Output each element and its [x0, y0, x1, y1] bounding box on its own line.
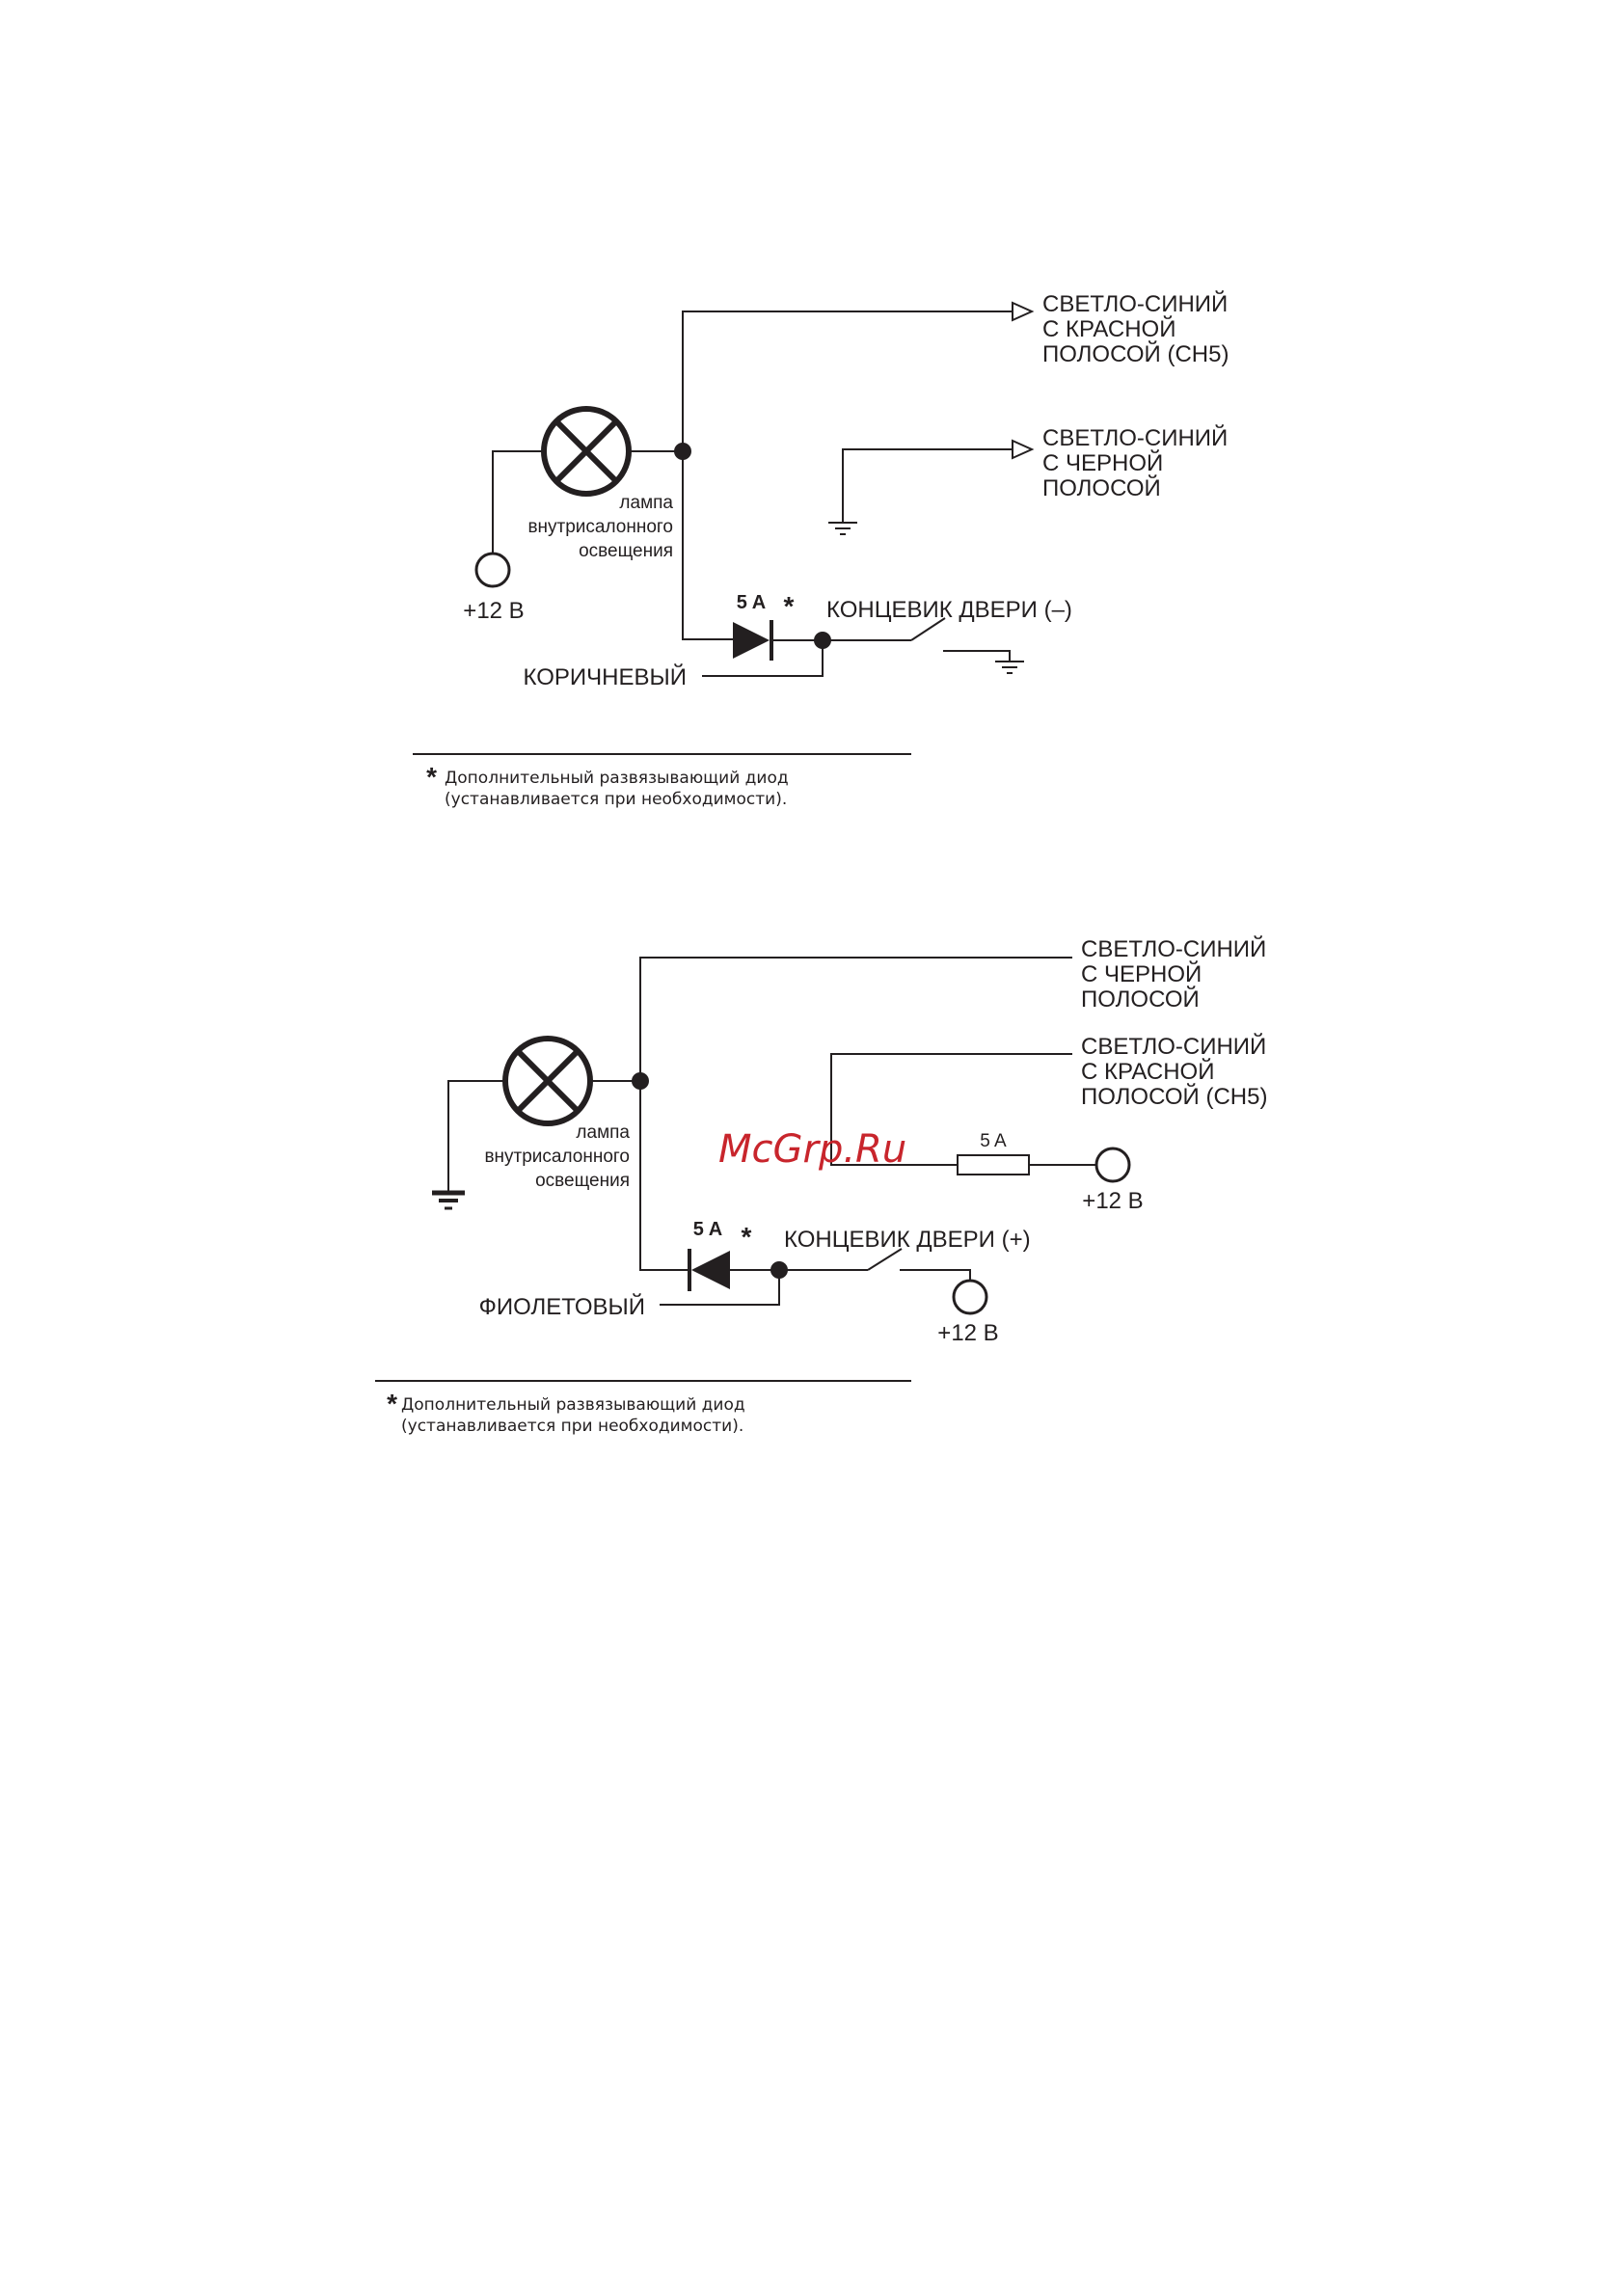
- lamp-label-line2: внутрисалонного: [484, 1147, 630, 1167]
- footnote-line1: Дополнительный развязывающий диод: [445, 769, 789, 788]
- switch-label: КОНЦЕВИК ДВЕРИ (+): [784, 1227, 1031, 1253]
- violet-wire-label: ФИОЛЕТОВЫЙ: [479, 1293, 645, 1320]
- wire-to-output-2: [830, 1053, 1072, 1166]
- watermark-logo: McGrp.Ru: [718, 1127, 906, 1172]
- wire-to-diode: [682, 451, 733, 640]
- ground-icon: [432, 1190, 465, 1210]
- lamp-label-line1: лампа: [576, 1122, 630, 1143]
- ground-icon: [828, 522, 857, 535]
- plus12-fuse-label: +12 В: [1082, 1188, 1143, 1214]
- output-2-label-line3: ПОЛОСОЙ: [1042, 474, 1161, 501]
- lamp-label-line3: освещения: [535, 1171, 630, 1191]
- switch-icon: [867, 1248, 903, 1271]
- switch-icon: [910, 617, 946, 641]
- brown-wire-label: КОРИЧНЕВЫЙ: [524, 663, 687, 690]
- plus12-label: +12 В: [463, 598, 524, 624]
- lamp-icon: [541, 406, 632, 497]
- footnote-asterisk: *: [387, 1389, 397, 1418]
- lamp-label-line-top: лампа: [619, 493, 673, 513]
- lamp-label-line3: освещения: [579, 541, 673, 561]
- ground-icon: [995, 661, 1024, 674]
- wire-to-output-2: [842, 448, 1013, 523]
- fuse-icon: [957, 1154, 1030, 1175]
- wire-switch-to-ground: [943, 650, 1011, 662]
- plus12-switch-label: +12 В: [937, 1320, 998, 1346]
- arrow-output-1-icon: [1012, 301, 1035, 322]
- output-2-label-line3: ПОЛОСОЙ (CH5): [1081, 1083, 1267, 1110]
- lamp-label-line2: внутрисалонного: [527, 517, 673, 537]
- diagram-2: СВЕТЛО-СИНИЙ С ЧЕРНОЙ ПОЛОСОЙ СВЕТЛО-СИН…: [375, 935, 1267, 1436]
- footnote-asterisk: *: [426, 762, 437, 792]
- wire-brown: [702, 640, 824, 677]
- output-2-label-line2: С КРАСНОЙ: [1081, 1058, 1214, 1085]
- arrow-output-2-icon: [1012, 439, 1035, 460]
- wire-to-output-1: [639, 957, 1072, 1081]
- output-1-label-line2: С КРАСНОЙ: [1042, 315, 1175, 342]
- fuse-rating-label: 5 A: [980, 1131, 1007, 1151]
- plus12-terminal-icon: [474, 552, 511, 588]
- diode-icon: [733, 620, 773, 661]
- diagram-1: СВЕТЛО-СИНИЙ С КРАСНОЙ ПОЛОСОЙ (CH5) СВЕ…: [413, 290, 1229, 809]
- wire-violet: [660, 1270, 780, 1306]
- lamp-icon: [502, 1036, 593, 1126]
- footnote-line1: Дополнительный развязывающий диод: [401, 1395, 745, 1415]
- diode-rating-label: 5 A: [737, 592, 766, 613]
- wire-switch-to-plus12: [900, 1269, 971, 1283]
- output-1-label-line3: ПОЛОСОЙ: [1081, 986, 1200, 1013]
- plus12-terminal-icon: [1094, 1147, 1131, 1183]
- plus12-terminal-icon: [952, 1279, 988, 1315]
- output-1-label-line1: СВЕТЛО-СИНИЙ: [1081, 935, 1266, 962]
- output-2-label-line1: СВЕТЛО-СИНИЙ: [1081, 1033, 1266, 1060]
- wire-lamp-to-ground: [447, 1080, 505, 1193]
- output-2-label-line2: С ЧЕРНОЙ: [1042, 449, 1163, 476]
- footnote-line2: (устанавливается при необходимости).: [445, 790, 787, 809]
- diode-asterisk: *: [742, 1222, 752, 1252]
- output-2-label-line1: СВЕТЛО-СИНИЙ: [1042, 424, 1228, 451]
- output-1-label-line2: С ЧЕРНОЙ: [1081, 960, 1202, 987]
- diode-icon: [688, 1249, 730, 1291]
- switch-label: КОНЦЕВИК ДВЕРИ (–): [826, 597, 1072, 623]
- diode-rating-label: 5 A: [693, 1219, 722, 1240]
- diode-asterisk: *: [784, 591, 795, 621]
- footnote-line2: (устанавливается при необходимости).: [401, 1417, 743, 1436]
- wire-to-diode: [639, 1081, 689, 1271]
- wire-lamp-to-plus12: [492, 450, 544, 554]
- output-1-label-line1: СВЕТЛО-СИНИЙ: [1042, 290, 1228, 317]
- output-1-label-line3: ПОЛОСОЙ (CH5): [1042, 340, 1229, 367]
- wire-to-output-1: [682, 311, 1013, 451]
